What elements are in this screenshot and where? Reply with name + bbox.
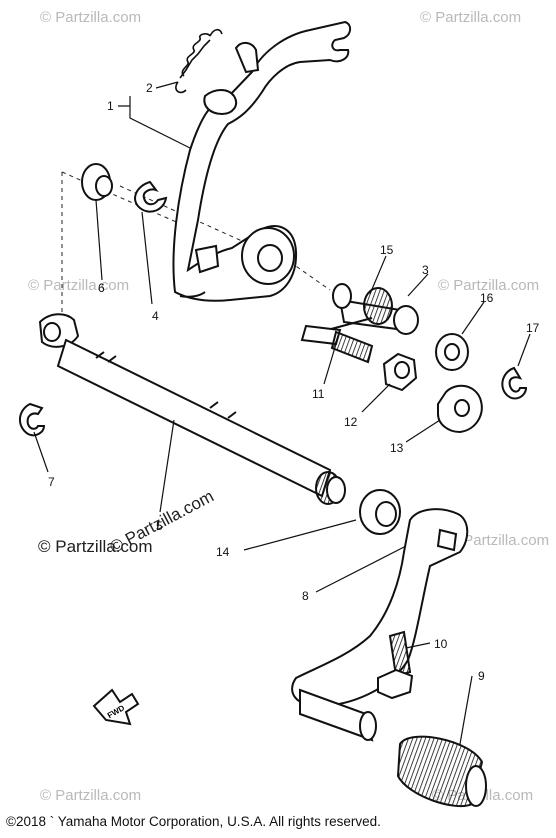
callout-2: 2 (146, 81, 153, 95)
callout-17: 17 (526, 321, 540, 335)
callout-16: 16 (480, 291, 494, 305)
part-circlip-17 (501, 366, 528, 400)
part-oil-seal (359, 489, 401, 535)
callout-7: 7 (48, 475, 55, 489)
callout-1: 1 (107, 99, 114, 113)
callouts: 1 2 3 4 5 6 7 8 9 10 11 12 13 14 15 16 1… (48, 81, 540, 683)
part-washer-16 (435, 333, 469, 371)
fwd-arrow: FWD (92, 688, 140, 726)
part-circlip-7 (19, 402, 46, 437)
watermark-mid-right: © Partzilla.com (438, 277, 539, 294)
copyright-notice: ©2018 ` Yamaha Motor Corporation, U.S.A.… (6, 814, 381, 829)
callout-9: 9 (478, 669, 485, 683)
part-shift-arm (172, 20, 352, 302)
callout-14: 14 (216, 545, 230, 559)
watermark-top-left: © Partzilla.com (40, 9, 141, 26)
callout-4: 4 (152, 309, 159, 323)
part-spring (175, 28, 223, 94)
watermark-lower-right: © Partzilla.com (448, 532, 549, 549)
part-lock-washer (437, 384, 483, 434)
callout-15: 15 (380, 243, 394, 257)
part-pedal-rubber (396, 735, 487, 808)
part-shift-pedal (291, 508, 469, 742)
callout-13: 13 (390, 441, 404, 455)
watermark-top-right: © Partzilla.com (420, 9, 521, 26)
callout-5: 5 (156, 519, 163, 533)
watermark-bottom-left: © Partzilla.com (40, 787, 141, 804)
part-bolt-11 (300, 324, 374, 364)
callout-12: 12 (344, 415, 358, 429)
callout-11: 11 (312, 387, 325, 401)
part-bolt-10 (377, 630, 414, 700)
part-shift-shaft (38, 313, 346, 505)
part-pin-spring (305, 283, 419, 335)
callout-10: 10 (434, 637, 448, 651)
callout-6: 6 (98, 281, 105, 295)
part-collar (81, 163, 113, 201)
callout-3: 3 (422, 263, 429, 277)
part-circlip-4 (134, 180, 168, 213)
watermark-mid-left: © Partzilla.com (28, 277, 129, 294)
part-nut (382, 352, 418, 392)
leader-lines (33, 81, 531, 745)
watermark-center: © Partzilla.com (38, 537, 153, 556)
callout-8: 8 (302, 589, 309, 603)
